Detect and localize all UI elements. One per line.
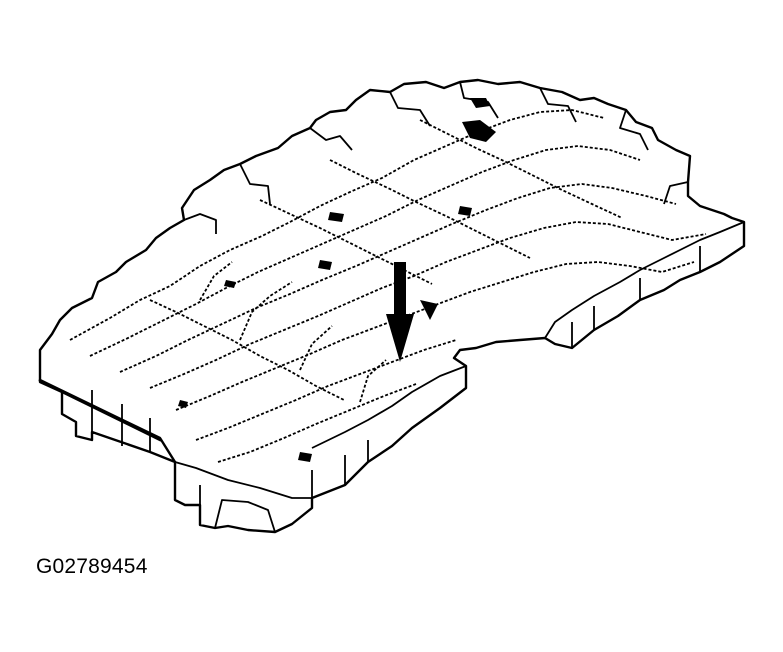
valve-body-passages <box>69 81 707 463</box>
valve-body-illustration <box>38 78 746 534</box>
valve-body-diagram <box>38 78 746 534</box>
down-arrow-icon <box>386 262 438 362</box>
figure-code: G02789454 <box>36 555 148 578</box>
